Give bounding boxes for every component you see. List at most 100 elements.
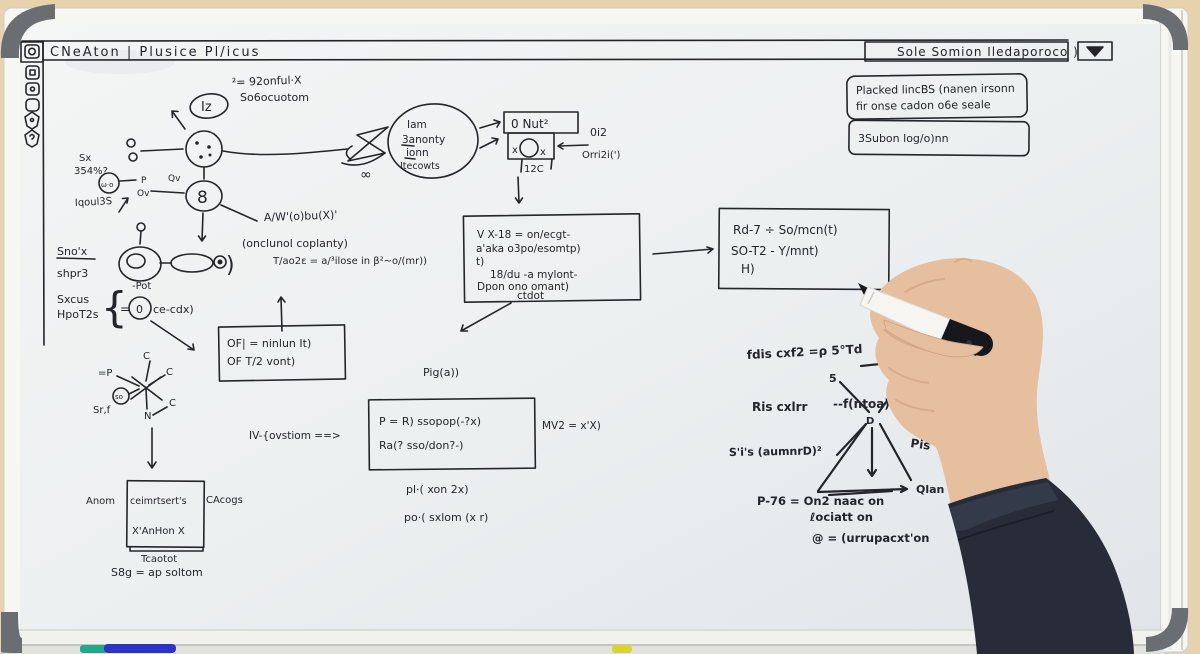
svg-text:Sxcus: Sxcus <box>57 293 89 306</box>
app-icon-cell <box>20 41 44 63</box>
dropdown-label: Sole Somion Iledaporoco ) <box>897 45 1079 59</box>
teal-marker-cap <box>80 645 108 653</box>
svg-text:@ = (urrupacxt'on: @ = (urrupacxt'on <box>812 531 929 545</box>
blue-marker <box>104 644 176 653</box>
svg-text:Orri2i('): Orri2i(') <box>582 150 620 161</box>
svg-text:t): t) <box>476 256 484 268</box>
sidebar-icon-folder <box>25 98 40 112</box>
svg-text:MV2 = x'X): MV2 = x'X) <box>542 420 601 432</box>
svg-text:{: { <box>101 283 128 332</box>
svg-text:so: so <box>115 393 123 401</box>
svg-text:Ris cxlrr: Ris cxlrr <box>752 400 808 414</box>
note-1-line-2: fir onse cadon o6e seale <box>856 98 991 113</box>
svg-text:P: P <box>141 176 147 186</box>
sidebar-icon-note-2 <box>25 82 40 96</box>
svg-text:354%?: 354%? <box>74 166 108 177</box>
vx-box <box>462 212 642 304</box>
svg-text:So6ocuotom: So6ocuotom <box>240 91 309 104</box>
eight-node <box>185 180 223 212</box>
drawn-ui-chrome <box>20 39 1113 346</box>
svg-text:IV-{ovstiom ==>: IV-{ovstiom ==> <box>249 430 341 442</box>
chem-box <box>125 479 206 549</box>
marker-tray <box>16 630 1162 646</box>
svg-text:Ra(? sso/don?-): Ra(? sso/don?-) <box>379 439 463 452</box>
svg-text:x: x <box>512 145 518 156</box>
note-box-2 <box>848 119 1030 157</box>
svg-text:SO-T2 - Y/mnt): SO-T2 - Y/mnt) <box>731 244 819 258</box>
svg-text:∞: ∞ <box>360 167 372 183</box>
nut-box-bottom <box>507 132 555 160</box>
writing-hand <box>858 257 1134 654</box>
svg-text:Pig(a)): Pig(a)) <box>423 366 459 379</box>
rd-box <box>717 207 891 291</box>
svg-text:P-76 = On2 naac on: P-76 = On2 naac on <box>757 494 884 508</box>
svg-text:): ) <box>226 253 235 278</box>
zero-node <box>128 296 152 320</box>
svg-text:Ov: Ov <box>137 189 150 199</box>
drawn-diagram-strokes <box>56 93 913 552</box>
svg-text:ℓociatt on: ℓociatt on <box>810 510 873 524</box>
svg-text:ce-cdx): ce-cdx) <box>153 303 194 316</box>
sidebar-icon-board <box>24 44 40 59</box>
svg-text:0: 0 <box>136 303 143 316</box>
svg-text:ceimrtsert's: ceimrtsert's <box>130 496 187 507</box>
spiral-node <box>118 246 162 282</box>
svg-text:ω·o: ω·o <box>101 181 113 189</box>
note-box-1 <box>846 73 1028 120</box>
dropdown-box <box>864 41 1069 62</box>
svg-text:Tcaotot: Tcaotot <box>140 554 177 565</box>
thought-cloud <box>387 103 479 179</box>
svg-text:po·( sxlom (x r): po·( sxlom (x r) <box>404 511 488 524</box>
page-title: CNeAton | Plusice Pl/icus <box>50 45 260 60</box>
sleeve-cuff <box>950 482 1058 531</box>
iz-bubble <box>189 93 229 119</box>
svg-text:²= 92onful·X: ²= 92onful·X <box>232 74 303 89</box>
p-box <box>367 397 537 471</box>
svg-text:OF T/2 vont): OF T/2 vont) <box>227 355 295 368</box>
svg-text:Qlan: Qlan <box>916 483 944 496</box>
svg-text:Sno'x: Sno'x <box>57 245 88 258</box>
svg-text:P = R) ssopop(-?x): P = R) ssopop(-?x) <box>379 415 481 428</box>
svg-text:Iz: Iz <box>201 100 212 115</box>
svg-text:Anom: Anom <box>86 496 115 507</box>
svg-text:V X-18 = on/ecgt-: V X-18 = on/ecgt- <box>477 229 570 241</box>
svg-text:S'i's (aumnrD)²: S'i's (aumnrD)² <box>729 444 822 459</box>
svg-text:D: D <box>866 416 874 427</box>
svg-text:H): H) <box>741 262 755 276</box>
svg-text:-Pot: -Pot <box>132 281 151 292</box>
sleeve <box>948 478 1134 654</box>
molecule-sketch <box>112 360 168 416</box>
svg-text:pl·( xon 2x): pl·( xon 2x) <box>406 483 469 496</box>
svg-text:ionn: ionn <box>406 147 429 159</box>
svg-text:HpoT2s: HpoT2s <box>57 308 99 321</box>
thumb <box>883 319 984 358</box>
svg-text:0 Nut²: 0 Nut² <box>511 117 549 131</box>
svg-text:ctdot: ctdot <box>517 290 544 302</box>
omega-node <box>98 172 120 194</box>
svg-text:OF| = ninlun It): OF| = ninlun It) <box>227 337 311 350</box>
svg-text:C: C <box>143 351 150 362</box>
frame-corner-caps <box>0 4 1189 653</box>
svg-text:fdis cxf2 =ρ 5°Td: fdis cxf2 =ρ 5°Td <box>746 342 862 362</box>
sidebar-icon-help-pin <box>24 129 40 148</box>
svg-text:N: N <box>144 411 151 422</box>
svg-text:Rd-7 ÷ So/mcn(t): Rd-7 ÷ So/mcn(t) <box>733 223 838 237</box>
svg-text:X'AnHon X: X'AnHon X <box>132 526 185 537</box>
svg-text:Dpon ono omant): Dpon ono omant) <box>477 281 569 293</box>
svg-text:0i2: 0i2 <box>590 126 607 139</box>
svg-text:Qv: Qv <box>168 174 181 184</box>
sidebar-icon-note <box>25 65 40 80</box>
svg-text:C: C <box>166 367 173 378</box>
svg-text:5: 5 <box>829 372 837 385</box>
svg-text:18/du -a mylont-: 18/du -a mylont- <box>490 269 578 281</box>
svg-text:Itecowts: Itecowts <box>400 161 440 172</box>
svg-text:C: C <box>169 398 176 409</box>
dropdown-arrow-box <box>1077 41 1113 61</box>
svg-text:Sr,f: Sr,f <box>93 405 111 416</box>
yellow-marker-cap <box>612 645 632 653</box>
handwriting-text: CNeAton | Plusice Pl/icus Sole Somion Il… <box>50 45 1079 579</box>
svg-text:--f(ntoa): --f(ntoa) <box>833 397 890 411</box>
note-2-text: 3Subon log/o)nn <box>858 132 949 145</box>
svg-text:a'aka o3po/esomtp): a'aka o3po/esomtp) <box>476 243 581 255</box>
